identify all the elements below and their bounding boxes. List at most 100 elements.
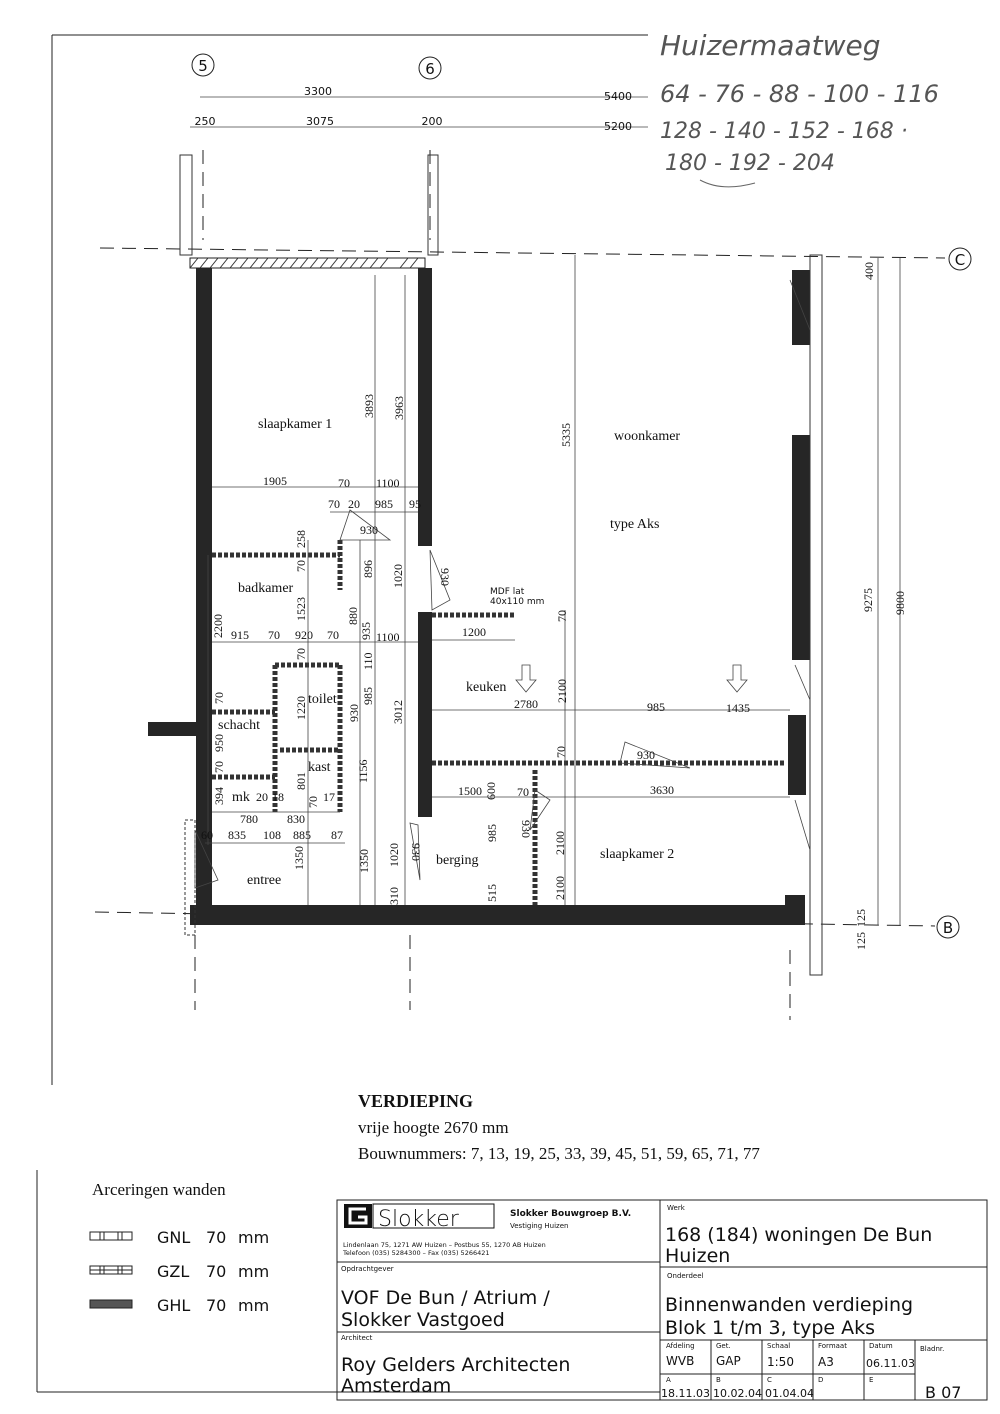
room-keuken: keuken	[466, 680, 506, 695]
room-entree: entree	[247, 873, 281, 888]
label: 1020	[391, 564, 405, 588]
label: 70	[268, 628, 280, 642]
label: 930	[438, 568, 452, 586]
label: 95	[409, 497, 421, 511]
mdf-note-2: 40x110 mm	[490, 597, 544, 607]
label: B	[716, 1376, 721, 1384]
title-block: Slokker Slokker Bouwgroep B.V. Vestiging…	[336, 1199, 988, 1402]
label: 1200	[462, 625, 486, 639]
label: D	[818, 1376, 823, 1384]
label: 1523	[294, 597, 308, 621]
label: 250	[195, 115, 216, 128]
company-phone: Telefoon (035) 5284300 – Fax (035) 52664…	[342, 1249, 490, 1257]
label: 125	[854, 932, 868, 950]
label: 1350	[357, 849, 371, 873]
label: 2200	[211, 614, 225, 638]
label: 310	[387, 887, 401, 905]
label: 780	[240, 812, 258, 826]
label: 5335	[559, 423, 573, 447]
room-woonkamer: woonkamer	[614, 429, 680, 444]
room-slaapkamer-2: slaapkamer 2	[600, 847, 674, 862]
label: 1220	[294, 696, 308, 720]
part-line-1: Binnenwanden verdieping	[665, 1294, 913, 1316]
label: 3630	[650, 783, 674, 797]
label: 70	[554, 746, 568, 758]
company-address: Lindenlaan 75, 1271 AW Huizen – Postbus …	[343, 1241, 546, 1249]
label: 915	[231, 628, 249, 642]
label: 880	[346, 607, 360, 625]
label: 125	[854, 909, 868, 927]
company-name: Slokker Bouwgroep B.V.	[510, 1209, 631, 1219]
label: mm	[238, 1296, 269, 1315]
label: Afdeling	[666, 1342, 695, 1350]
label: A3	[818, 1355, 834, 1369]
label: 930	[409, 843, 423, 861]
label: 70	[338, 476, 350, 490]
label: 896	[361, 560, 375, 578]
label: 10.02.04	[713, 1387, 762, 1400]
label: 920	[295, 628, 313, 642]
label: 930	[347, 704, 361, 722]
label: 835	[228, 828, 246, 842]
legend-title: Arceringen wanden	[92, 1180, 226, 1199]
label: 2100	[553, 831, 567, 855]
label: 20	[348, 497, 360, 511]
grid-axis-c-label: C	[955, 251, 965, 269]
label: 935	[359, 622, 373, 640]
architect-line-2: Amsterdam	[341, 1375, 451, 1397]
label: 70	[555, 610, 569, 622]
label: Bladnr.	[920, 1345, 944, 1353]
label: 3300	[304, 85, 332, 98]
slokker-logo: Slokker	[344, 1203, 495, 1232]
grid-axis-5-label: 5	[198, 57, 208, 75]
grid-axis-b-marker	[936, 915, 960, 939]
label: 01.04.04	[765, 1387, 814, 1400]
room-slaapkamer-1: slaapkamer 1	[258, 417, 332, 432]
label: 06.11.03	[866, 1357, 915, 1370]
label: Onderdeel	[667, 1272, 704, 1280]
label: 70	[327, 628, 339, 642]
floor-notes: VERDIEPING vrije hoogte 2670 mm Bouwnumm…	[358, 1091, 760, 1163]
label: 1905	[263, 474, 287, 488]
room-toilet: toilet	[308, 692, 337, 707]
hand-line3: 180 - 192 - 204	[665, 151, 835, 176]
legend-item-gnl: GNL	[157, 1228, 190, 1247]
label: 801	[294, 772, 308, 790]
label: 200	[422, 115, 443, 128]
label: mm	[238, 1228, 269, 1247]
hand-line2: 128 - 140 - 152 - 168 ·	[660, 119, 908, 144]
label: Datum	[869, 1342, 893, 1350]
label: 930	[637, 748, 655, 762]
grid-axis-5-marker	[191, 53, 215, 77]
work-line-1: 168 (184) woningen De Bun	[665, 1224, 932, 1246]
architect-line-1: Roy Gelders Architecten	[341, 1354, 570, 1376]
label: Werk	[667, 1204, 686, 1212]
label: 70	[212, 761, 226, 773]
label: Slokker	[378, 1207, 460, 1232]
grid-axis-c-marker	[948, 247, 972, 271]
type-label: type Aks	[610, 517, 659, 532]
label: 400	[862, 262, 876, 280]
label: 3075	[306, 115, 334, 128]
label: mm	[238, 1262, 269, 1281]
dimension-labels: 3893 3963 5335 1905 70 1100 70 20 985 95…	[201, 262, 907, 950]
label: 70	[212, 692, 226, 704]
label: 70	[328, 497, 340, 511]
label: Get.	[716, 1342, 731, 1350]
label: 2100	[553, 876, 567, 900]
mdf-note-1: MDF lat	[490, 587, 525, 597]
room-schacht: schacht	[218, 718, 260, 733]
wall-hatching-legend: Arceringen wanden GNL 70 mm GZL 70 mm GH…	[89, 1180, 269, 1315]
label: 1350	[292, 846, 306, 870]
top-dimensions: 3300 5400 250 3075 200 5200	[190, 85, 648, 133]
ghl-swatch	[89, 1299, 133, 1309]
free-height: vrije hoogte 2670 mm	[358, 1118, 509, 1137]
label: A	[666, 1376, 671, 1384]
label: 394	[212, 787, 226, 805]
build-numbers: Bouwnummers: 7, 13, 19, 25, 33, 39, 45, …	[358, 1144, 760, 1163]
hand-line1: 64 - 76 - 88 - 100 - 116	[660, 80, 939, 108]
part-line-2: Blok 1 t/m 3, type Aks	[665, 1317, 875, 1339]
room-kast: kast	[308, 760, 331, 775]
grid-axis-6-label: 6	[425, 60, 435, 78]
